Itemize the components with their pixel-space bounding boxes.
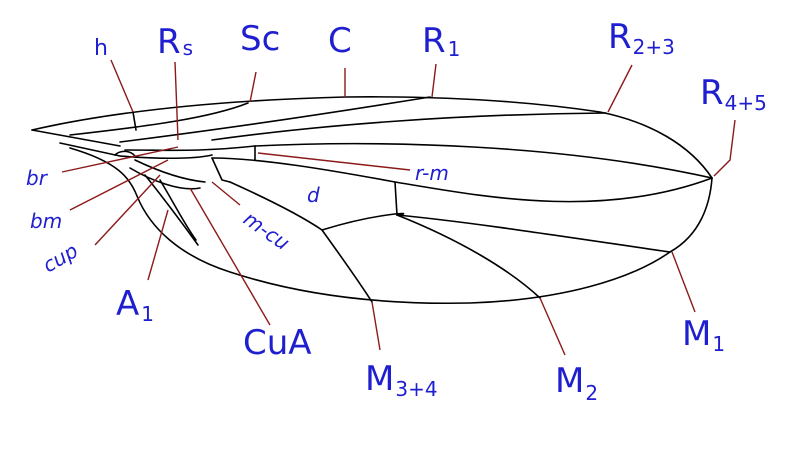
vein-r45 [254, 142, 713, 179]
vein-a1-2 [159, 179, 197, 241]
label-bm: bm [30, 209, 62, 233]
label-c: C [328, 21, 352, 61]
label-mcu: m-cu [239, 206, 294, 255]
vein-d-lower [229, 181, 323, 231]
vein-m-basal [211, 157, 713, 203]
leader-m2 [539, 297, 566, 356]
leader-h [110, 59, 134, 113]
basal-margin-2 [59, 142, 121, 157]
vein-r1 [119, 96, 431, 143]
label-d: d [307, 183, 320, 207]
leader-m1 [671, 251, 696, 313]
vein-sc [69, 102, 249, 136]
leader-m34 [371, 301, 381, 351]
vein-m1 [396, 214, 671, 253]
vein-m-cross [394, 181, 398, 216]
leader-mcu [211, 181, 241, 206]
leader-lines [61, 59, 736, 356]
leader-r45 [713, 119, 736, 177]
leader-br [61, 146, 179, 173]
vein-m2 [321, 212, 405, 231]
posterior-margin [69, 147, 713, 305]
label-r45: R4+5 [700, 73, 767, 115]
vein-m34 [321, 229, 373, 303]
vein-r23 [211, 112, 607, 141]
vein-cua [134, 159, 206, 183]
vein-stem [124, 145, 256, 152]
leader-cua [189, 187, 271, 326]
label-br: br [26, 166, 49, 190]
leader-r23 [607, 64, 633, 113]
label-cua: CuA [243, 323, 312, 363]
label-h: h [94, 36, 108, 61]
label-cup: cup [39, 238, 83, 277]
label-m1: M1 [682, 314, 725, 356]
leader-rs [174, 61, 179, 141]
label-sc: Sc [240, 19, 280, 59]
leader-a1 [147, 209, 169, 281]
label-rm: r-m [415, 161, 449, 185]
vein-m2-lower [396, 214, 541, 299]
leader-rm [257, 152, 411, 171]
leader-r1 [431, 63, 437, 98]
wing-veins [31, 96, 713, 305]
label-m34: M3+4 [365, 359, 438, 401]
leader-bm [69, 159, 169, 211]
vein-cell [114, 150, 136, 157]
basal-margin [31, 129, 121, 147]
label-m2: M2 [555, 361, 598, 405]
label-r23: R2+3 [608, 17, 675, 59]
leader-sc [249, 71, 257, 103]
vein-cua-2 [129, 167, 201, 190]
vein-a1 [144, 174, 199, 246]
vein-mcu [211, 157, 231, 183]
leader-cup [94, 174, 161, 246]
